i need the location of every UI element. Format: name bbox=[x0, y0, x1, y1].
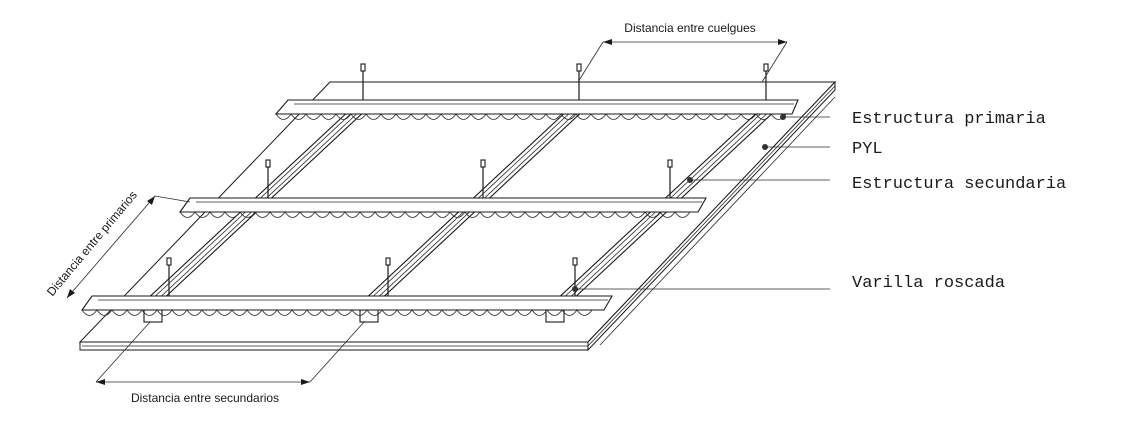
primary-rail-back bbox=[274, 99, 799, 120]
dimension-secondaries: Distancia entre secundarios bbox=[95, 321, 365, 405]
primary-structure-label: Estructura primaria bbox=[852, 110, 1046, 129]
threaded-rod bbox=[667, 159, 673, 198]
callout-board: PYL bbox=[762, 140, 883, 159]
primary-rail-front bbox=[80, 295, 613, 316]
board-edge-line bbox=[587, 85, 836, 347]
threaded-rod bbox=[385, 257, 391, 296]
primary-rail-middle bbox=[178, 197, 707, 218]
primaries-distance-label: Distancia entre primarios bbox=[44, 188, 140, 299]
secondary-structure-label: Estructura secundaria bbox=[852, 175, 1066, 194]
board-label: PYL bbox=[852, 140, 883, 159]
clips bbox=[143, 309, 565, 323]
threaded-rod bbox=[480, 159, 486, 198]
callout-secondary-structure: Estructura secundaria bbox=[687, 175, 1066, 194]
secondaries-distance-label: Distancia entre secundarios bbox=[131, 391, 279, 405]
threaded-rod bbox=[360, 63, 366, 100]
clip bbox=[359, 309, 379, 323]
threaded-rod-label: Varilla roscada bbox=[852, 274, 1005, 293]
callout-primary-structure: Estructura primaria bbox=[780, 110, 1046, 129]
threaded-rod bbox=[166, 257, 172, 296]
dimension-hangers: Distancia entre cuelgues bbox=[577, 21, 788, 83]
threaded-rod bbox=[265, 159, 271, 198]
callout-threaded-rod: Varilla roscada bbox=[572, 274, 1005, 293]
hangers-distance-label: Distancia entre cuelgues bbox=[624, 21, 755, 35]
board-edge-line bbox=[599, 96, 836, 346]
threaded-rods bbox=[166, 63, 769, 296]
primary-rails bbox=[80, 99, 799, 316]
threaded-rod bbox=[576, 63, 582, 100]
clip bbox=[143, 309, 163, 323]
